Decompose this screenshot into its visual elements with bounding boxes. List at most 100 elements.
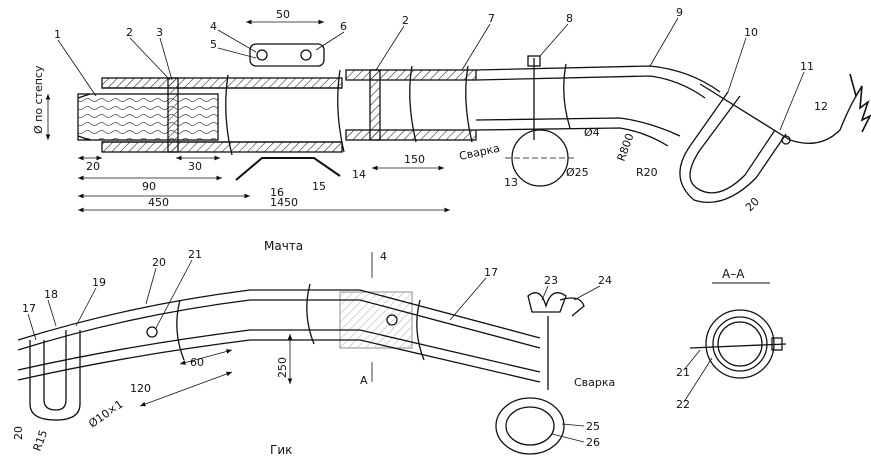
- mast-bolt-a: [256, 49, 268, 61]
- callout-21b: 21: [676, 366, 690, 379]
- boom-r15: R15: [31, 428, 51, 453]
- break-mark-4: [465, 65, 473, 143]
- callout-17a: 17: [22, 302, 36, 315]
- mast-wall-bottom-1: [101, 141, 343, 153]
- dim-50: 50: [276, 8, 290, 21]
- section-inner2: [717, 321, 763, 367]
- cut-a-top: А: [360, 374, 368, 387]
- callout-20: 20: [152, 256, 166, 269]
- break-mark-1: [225, 74, 233, 156]
- callout-1: 1: [54, 28, 61, 41]
- wing-nut-23: [527, 292, 567, 313]
- callout-3: 3: [156, 26, 163, 39]
- caption-mast: Мачта: [264, 239, 303, 253]
- boom-tube-top-in: [17, 299, 541, 351]
- callout-8: 8: [566, 12, 573, 25]
- section-outer: [705, 309, 775, 379]
- wood-plug: [77, 93, 219, 141]
- dim-90: 90: [142, 180, 156, 193]
- mast-wall-bottom-2: [345, 129, 477, 141]
- section-leaders: [683, 349, 713, 403]
- boom-callouts: 17 18 19 20 21 17 23 24 25 26 4: [22, 248, 612, 449]
- plug-taper: [77, 93, 91, 141]
- callout-2b: 2: [402, 14, 409, 27]
- boom-leaders: [27, 259, 601, 443]
- callout-18: 18: [44, 288, 58, 301]
- callout-10: 10: [744, 26, 758, 39]
- callout-5: 5: [210, 38, 217, 51]
- dim-20: 20: [86, 160, 100, 173]
- ring-26: [505, 406, 555, 446]
- pin-8-head: [527, 55, 541, 67]
- dim-20b: 20: [743, 195, 762, 214]
- sleeve-mid: [369, 69, 381, 141]
- boom-rivet-2: [386, 314, 398, 326]
- boom-dim-60: 60: [190, 356, 204, 369]
- section-inner: [712, 316, 768, 372]
- mast-upper-tube: [475, 65, 721, 147]
- mast-bolt-b: [300, 49, 312, 61]
- callout-14: 14: [352, 168, 366, 181]
- callout-13: 13: [504, 176, 518, 189]
- dim-r20: R20: [636, 166, 658, 179]
- section-pin-head: [771, 337, 783, 351]
- boom-dim-120: 120: [130, 382, 151, 395]
- callout-21: 21: [188, 248, 202, 261]
- sleeve-left: [167, 77, 179, 153]
- mast-callouts: 1 2 3 4 5 6 2 7 8 9 10 11 12 13 14 15 16: [54, 6, 828, 199]
- weld-label: Сварка: [458, 142, 501, 163]
- callout-9: 9: [676, 6, 683, 19]
- mast-dimensions: [45, 19, 450, 213]
- top-shackle: [679, 73, 871, 204]
- mast-wall-top-1: [101, 77, 343, 89]
- callout-16: 16: [270, 186, 284, 199]
- section-callouts: 21 22: [676, 366, 690, 411]
- dim-d25: Ø25: [566, 166, 589, 179]
- boom-tube-bot: [17, 339, 541, 383]
- callout-25: 25: [586, 420, 600, 433]
- boom-d20: 20: [12, 426, 25, 440]
- boom-shackle: [29, 330, 81, 421]
- callout-23: 23: [544, 274, 558, 287]
- callout-2a: 2: [126, 26, 133, 39]
- break-mark-5: [563, 63, 571, 129]
- boom-d10: Ø10×1: [86, 398, 125, 431]
- mast-plate: [249, 43, 325, 67]
- callout-19: 19: [92, 276, 106, 289]
- dim-150: 150: [404, 153, 425, 166]
- mast-drawing: [77, 43, 871, 204]
- dim-r800: R800: [615, 132, 637, 163]
- dim-1450: 1450: [270, 196, 298, 209]
- caption-section: А–А: [722, 267, 745, 281]
- boom-tube-top: [17, 289, 541, 341]
- ring-25: [495, 397, 565, 455]
- callout-12: 12: [814, 100, 828, 113]
- callout-24: 24: [598, 274, 612, 287]
- boom-drawing: [17, 283, 585, 455]
- break-mark-3: [409, 65, 417, 143]
- callout-22: 22: [676, 398, 690, 411]
- section-pin: [689, 343, 787, 349]
- mast-leaders: [57, 17, 805, 131]
- boom-dim-250: 250: [276, 357, 289, 378]
- callout-26: 26: [586, 436, 600, 449]
- callout-15: 15: [312, 180, 326, 193]
- boom-rivet-1: [146, 326, 158, 338]
- dim-30: 30: [188, 160, 202, 173]
- callout-7: 7: [488, 12, 495, 25]
- callout-6: 6: [340, 20, 347, 33]
- caption-boom: Гик: [270, 443, 292, 457]
- boom-sleeve: [339, 291, 413, 349]
- mast-dim-text: Ø по степсу 20 90 450 1450 30 150 50 Сва…: [32, 8, 762, 214]
- callout-11: 11: [800, 60, 814, 73]
- callout-4b: 4: [380, 250, 387, 263]
- boom-tube-bot-in: [17, 329, 541, 373]
- boom-weld: Сварка: [574, 376, 615, 389]
- callout-17b: 17: [484, 266, 498, 279]
- boom-dimensions: [139, 252, 373, 407]
- boom-dim-text: 120 60 250 Сварка Ø10×1 R15 20 А А: [12, 356, 615, 453]
- dim-450: 450: [148, 196, 169, 209]
- diam-label: Ø по степсу: [32, 65, 45, 134]
- boom-break-1: [176, 299, 185, 361]
